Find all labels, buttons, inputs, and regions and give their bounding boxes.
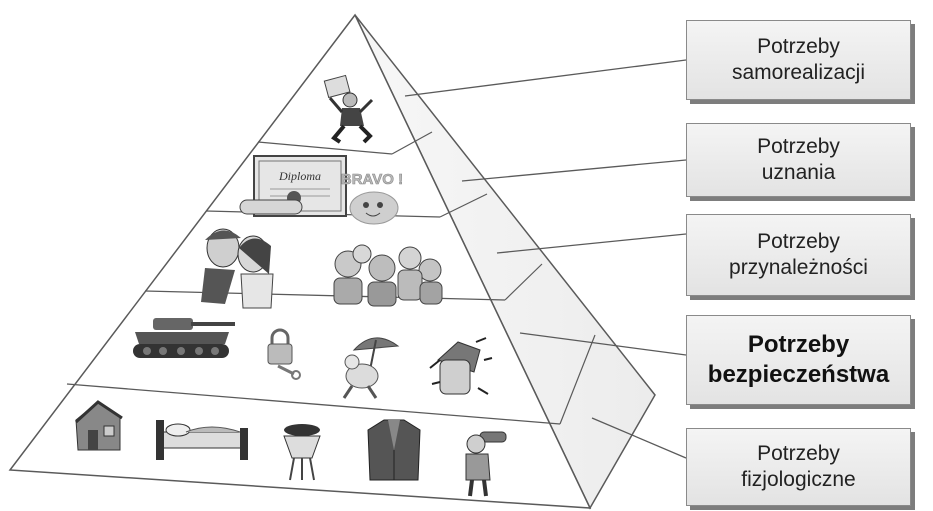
side-divider-1 — [391, 131, 433, 155]
tier-divider-4 — [66, 383, 561, 425]
label-belonging: Potrzeby przynależności — [686, 214, 911, 296]
label-line2: przynależności — [729, 256, 868, 279]
house-icon — [74, 400, 123, 451]
diploma-label: Diploma — [278, 169, 321, 183]
padlock-with-key-icon — [267, 328, 301, 380]
group-of-children-icon — [333, 244, 443, 307]
bravo-label: BRAVO ! — [341, 171, 403, 188]
tank-icon — [133, 318, 235, 358]
label-line1: Potrzeby — [757, 441, 840, 465]
label-esteem: Potrzeby uznania — [686, 123, 911, 197]
jacket-icon — [367, 419, 421, 481]
connector-line-3 — [496, 233, 687, 254]
side-divider-2 — [439, 193, 488, 218]
hand-holding-money-icon — [429, 337, 493, 395]
connector-line-2 — [461, 159, 687, 182]
bravo-character-icon: BRAVO ! — [341, 171, 403, 225]
character-with-umbrella-icon — [342, 337, 400, 399]
diploma-icon: Diploma — [239, 155, 347, 217]
jumping-person-icon — [323, 74, 374, 144]
label-line2: bezpieczeństwa — [707, 361, 890, 388]
label-self-actualization: Potrzeby samorealizacji — [686, 20, 911, 100]
label-line1: Potrzeby — [757, 34, 840, 58]
person-drinking-icon — [465, 431, 507, 497]
label-safety: Potrzeby bezpieczeństwa — [686, 315, 911, 405]
tier-divider-1 — [257, 141, 393, 155]
grill-icon — [283, 424, 321, 481]
couple-kissing-icon — [201, 228, 274, 309]
side-divider-3 — [504, 263, 543, 301]
connector-line-5 — [591, 417, 687, 459]
label-line2: uznania — [761, 161, 836, 184]
connector-line-1 — [404, 59, 687, 97]
label-line1: Potrzeby — [747, 331, 850, 358]
label-physiological: Potrzeby fizjologiczne — [686, 428, 911, 506]
label-line2: samorealizacji — [731, 61, 866, 84]
label-line1: Potrzeby — [757, 134, 840, 158]
bed-icon — [156, 420, 248, 460]
connector-line-4 — [519, 332, 687, 356]
label-line1: Potrzeby — [757, 229, 840, 253]
side-divider-4 — [559, 334, 596, 425]
label-line2: fizjologiczne — [741, 468, 856, 491]
